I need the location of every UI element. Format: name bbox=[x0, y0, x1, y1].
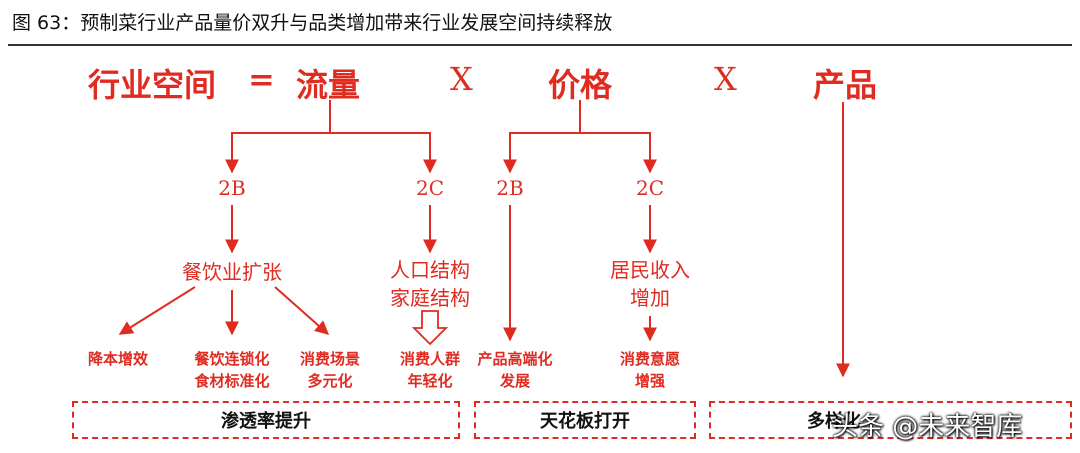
consumption-willingness-label: 消费意愿 增强 bbox=[619, 350, 680, 390]
caption-divider bbox=[8, 44, 1072, 46]
penetration-box: 渗透率提升 bbox=[72, 401, 460, 439]
fan-arrow-left bbox=[118, 286, 196, 335]
figure-caption: 图 63：预制菜行业产品量价双升与品类增加带来行业发展空间持续释放 bbox=[12, 12, 613, 34]
ceiling-box: 天花板打开 bbox=[474, 401, 696, 439]
population-structure-label: 人口结构 家庭结构 bbox=[390, 258, 470, 310]
fan-arrow-right bbox=[274, 286, 330, 335]
equals-sign: = bbox=[248, 60, 275, 98]
price-2b-label: 2B bbox=[496, 176, 524, 200]
price-branch-line bbox=[580, 132, 657, 174]
chain-standardization-label: 餐饮连锁化 食材标准化 bbox=[194, 350, 270, 390]
younger-consumers-label: 消费人群 年轻化 bbox=[399, 350, 460, 390]
flow-2b-label: 2B bbox=[218, 176, 246, 200]
multiply-sign: X bbox=[714, 60, 737, 98]
flow-label: 流量 bbox=[296, 66, 361, 104]
product-label: 产品 bbox=[813, 66, 878, 104]
restaurant-expansion-label: 餐饮业扩张 bbox=[182, 260, 282, 284]
flow-branch-line bbox=[225, 100, 331, 174]
cost-reduction-label: 降本增效 bbox=[87, 350, 148, 368]
multiply-sign: X bbox=[450, 60, 473, 98]
price-2c-label: 2C bbox=[635, 176, 665, 200]
industry-space-label: 行业空间 bbox=[88, 66, 217, 104]
premiumization-label: 产品高端化 发展 bbox=[477, 350, 553, 390]
income-increase-label: 居民收入 增加 bbox=[610, 258, 690, 310]
flow-2c-label: 2C bbox=[415, 176, 445, 200]
flow-branch-line bbox=[330, 132, 437, 174]
scene-diversification-label: 消费场景 多元化 bbox=[299, 350, 360, 390]
diversification-box: 多样化 bbox=[709, 401, 1072, 439]
hollow-down-arrow bbox=[411, 310, 449, 346]
price-branch-line bbox=[503, 100, 581, 174]
price-label: 价格 bbox=[548, 66, 613, 104]
watermark: 头条 @未来智库 bbox=[832, 412, 1023, 442]
